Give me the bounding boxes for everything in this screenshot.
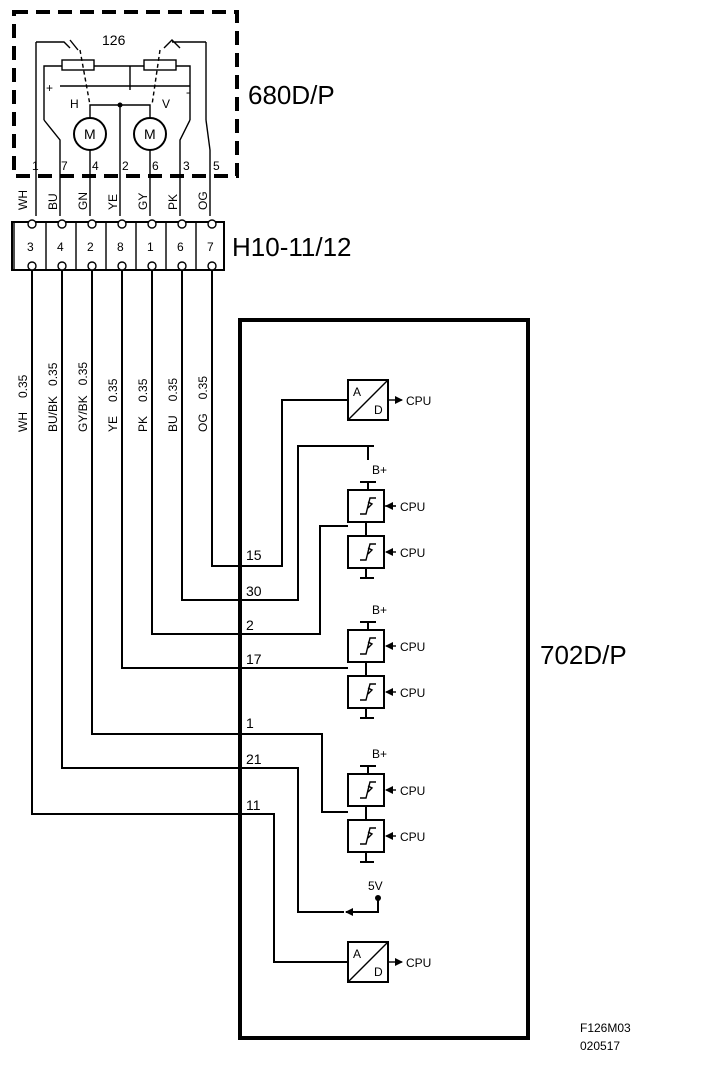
- module-702dp: 702D/P 15 30 2 17 1 21 11 A D CPU B+: [238, 318, 627, 1040]
- five-volt-supply: 5V: [345, 879, 383, 916]
- wire-gybk-pin1: [91, 270, 348, 813]
- component-680dp: 680D/P 126 + - H V M M 1: [12, 10, 335, 216]
- driver-stage-3: B+ CPU CPU: [347, 747, 425, 863]
- wire-bubk-pin21: [61, 270, 344, 913]
- svg-text:4: 4: [57, 240, 64, 254]
- svg-text:YE0.35: YE0.35: [106, 378, 120, 432]
- svg-text:CPU: CPU: [406, 956, 431, 970]
- svg-text:CPU: CPU: [406, 394, 431, 408]
- minus-sign: -: [186, 85, 190, 99]
- svg-text:BU0.35: BU0.35: [166, 378, 180, 432]
- connector-dividers: [45, 222, 197, 270]
- svg-text:A: A: [353, 947, 361, 961]
- component-680dp-dashed-border: [12, 10, 239, 178]
- component-680dp-label: 680D/P: [248, 80, 335, 110]
- svg-text:GY/BK0.35: GY/BK0.35: [76, 362, 90, 432]
- svg-text:3: 3: [183, 159, 190, 173]
- component-number: 126: [102, 32, 126, 48]
- svg-text:5: 5: [213, 159, 220, 173]
- ad-converter-bottom: A D CPU: [347, 941, 431, 983]
- plus-sign: +: [46, 81, 53, 95]
- svg-text:11: 11: [246, 797, 261, 813]
- svg-text:CPU: CPU: [400, 686, 425, 700]
- svg-text:BU: BU: [46, 193, 60, 210]
- v-label: V: [162, 97, 170, 111]
- svg-text:1: 1: [32, 159, 39, 173]
- component-pin-numbers: 1 7 4 2 6 3 5: [32, 159, 220, 173]
- wire-bu-pin30: [181, 270, 369, 601]
- svg-text:7: 7: [207, 240, 214, 254]
- footer-code: F126M03: [580, 1021, 631, 1035]
- svg-text:5V: 5V: [368, 879, 383, 893]
- footer-date: 020517: [580, 1039, 620, 1053]
- svg-text:D: D: [374, 965, 383, 979]
- svg-text:21: 21: [246, 751, 262, 767]
- motor-v-label: M: [144, 126, 156, 142]
- svg-text:PK0.35: PK0.35: [136, 378, 150, 432]
- h-label: H: [70, 97, 79, 111]
- harness-wires: [31, 270, 369, 963]
- svg-text:CPU: CPU: [400, 546, 425, 560]
- svg-text:17: 17: [246, 651, 262, 667]
- svg-text:4: 4: [92, 159, 99, 173]
- svg-text:BU/BK0.35: BU/BK0.35: [46, 362, 60, 432]
- potentiometer-v: [143, 39, 207, 120]
- svg-text:GN: GN: [76, 192, 90, 210]
- svg-text:3: 3: [27, 240, 34, 254]
- svg-text:CPU: CPU: [400, 640, 425, 654]
- svg-text:A: A: [353, 385, 361, 399]
- driver-stage-2: B+ CPU CPU: [347, 603, 425, 719]
- svg-text:30: 30: [246, 583, 262, 599]
- svg-text:8: 8: [117, 240, 124, 254]
- wire-pk-pin2: [151, 270, 348, 635]
- driver-stage-1: B+ CPU CPU: [347, 445, 425, 579]
- svg-text:WH0.35: WH0.35: [16, 374, 30, 432]
- svg-text:OG: OG: [196, 191, 210, 210]
- svg-text:B+: B+: [372, 603, 387, 617]
- svg-text:7: 7: [61, 159, 68, 173]
- svg-text:GY: GY: [136, 193, 150, 210]
- svg-text:D: D: [374, 403, 383, 417]
- svg-text:WH: WH: [16, 190, 30, 210]
- motor-h-label: M: [84, 126, 96, 142]
- connector-h10: 3 4 2 8 1 6 7 H10-11/12: [11, 219, 352, 271]
- harness-wire-labels: WH0.35 BU/BK0.35 GY/BK0.35 YE0.35 PK0.35…: [16, 362, 210, 432]
- wire-ye-pin17: [121, 270, 348, 669]
- svg-text:2: 2: [87, 240, 94, 254]
- pot-link-wire: [43, 65, 191, 120]
- svg-text:1: 1: [246, 715, 254, 731]
- svg-text:2: 2: [246, 617, 254, 633]
- svg-text:15: 15: [246, 547, 262, 563]
- connector-pin-numbers: 3 4 2 8 1 6 7: [27, 240, 214, 254]
- connector-body: [11, 221, 225, 271]
- svg-text:6: 6: [152, 159, 159, 173]
- svg-text:B+: B+: [372, 463, 387, 477]
- svg-text:6: 6: [177, 240, 184, 254]
- module-border: [238, 318, 530, 1040]
- component-wire-colors: WH BU GN YE GY PK OG: [16, 190, 210, 210]
- svg-text:CPU: CPU: [400, 500, 425, 514]
- svg-text:PK: PK: [166, 194, 180, 210]
- potentiometer-h: [35, 39, 95, 120]
- wire-og-pin15: [211, 270, 348, 567]
- wire-wh-pin11: [31, 270, 348, 963]
- module-label: 702D/P: [540, 640, 627, 670]
- svg-text:2: 2: [122, 159, 129, 173]
- svg-text:YE: YE: [106, 194, 120, 210]
- motor-wiring: [89, 104, 151, 180]
- pin-leads: [35, 119, 211, 216]
- svg-text:CPU: CPU: [400, 830, 425, 844]
- svg-text:OG0.35: OG0.35: [196, 376, 210, 432]
- ad-converter-top: A D CPU: [347, 379, 431, 421]
- connector-label: H10-11/12: [232, 232, 352, 262]
- svg-text:B+: B+: [372, 747, 387, 761]
- svg-text:CPU: CPU: [400, 784, 425, 798]
- svg-text:1: 1: [147, 240, 154, 254]
- module-pin-numbers: 15 30 2 17 1 21 11: [246, 547, 262, 813]
